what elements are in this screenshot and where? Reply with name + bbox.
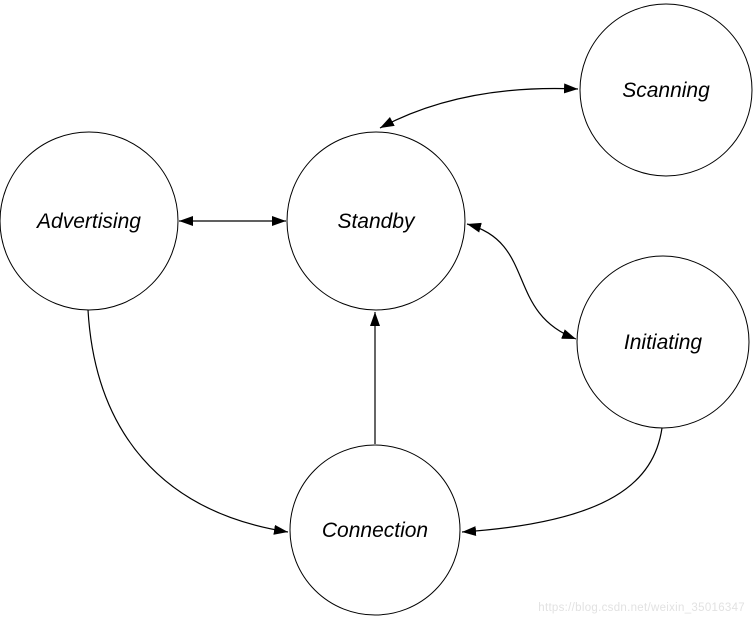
- node-connection-circle: [289, 444, 461, 616]
- node-scanning-label: Scanning: [622, 79, 710, 102]
- node-connection: Connection: [289, 444, 461, 616]
- node-advertising-circle: [0, 131, 179, 311]
- node-standby: Standby: [286, 131, 466, 311]
- edge-initiating-connection: [461, 427, 663, 537]
- node-initiating-circle: [576, 255, 750, 429]
- node-advertising-label: Advertising: [35, 210, 141, 233]
- node-standby-circle: [286, 131, 466, 311]
- node-initiating-label: Initiating: [624, 331, 703, 354]
- node-advertising: Advertising: [0, 131, 179, 311]
- watermark-text: https://blog.csdn.net/weixin_35016347: [538, 602, 745, 614]
- node-connection-label: Connection: [322, 519, 428, 542]
- edge-standby-initiating: [466, 222, 577, 340]
- node-scanning: Scanning: [579, 3, 753, 177]
- edge-advertising-connection: [87, 309, 289, 535]
- node-initiating: Initiating: [576, 255, 750, 429]
- edge-standby-scanning: [379, 83, 579, 129]
- node-standby-label: Standby: [337, 210, 416, 233]
- node-scanning-circle: [579, 3, 753, 177]
